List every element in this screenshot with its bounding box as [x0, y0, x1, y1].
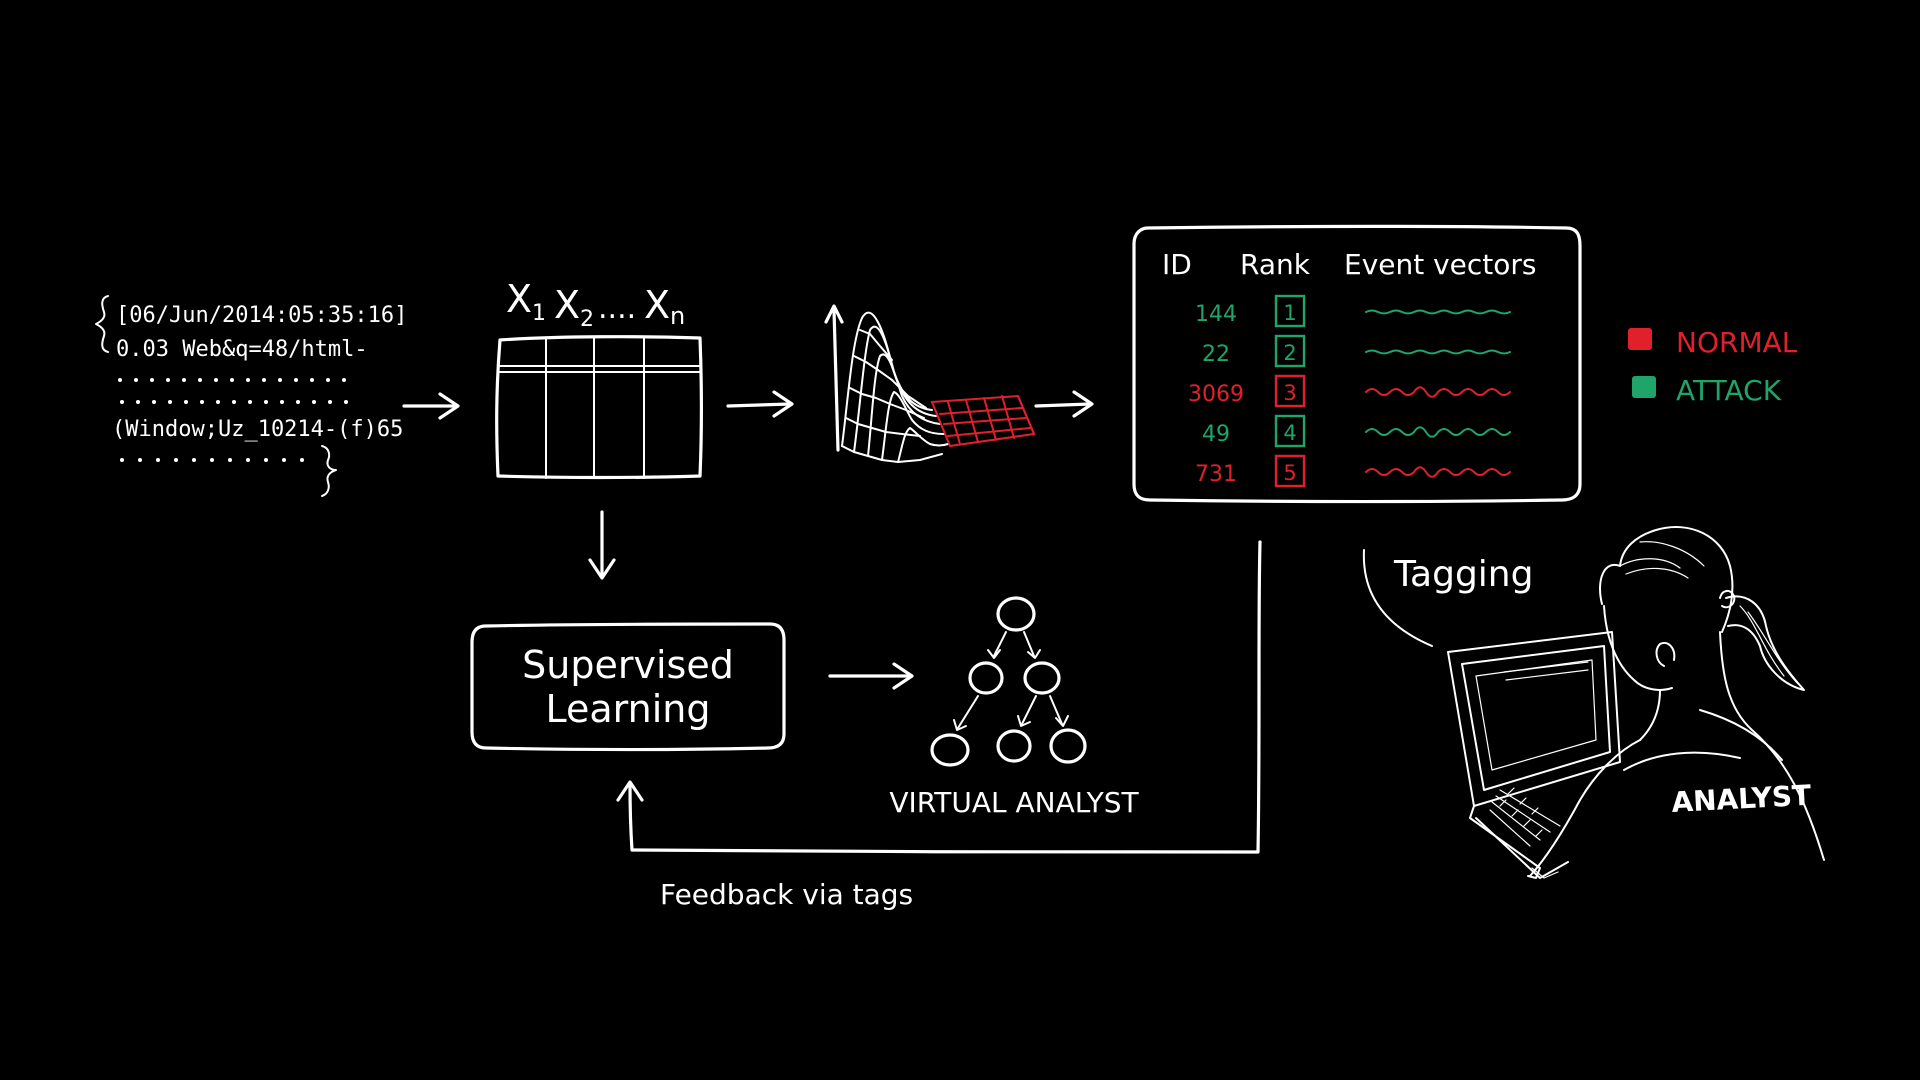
rank-number: 3	[1283, 381, 1296, 405]
arrow-right-icon	[726, 390, 794, 418]
rank-box	[1274, 374, 1306, 408]
results-table-frame	[1132, 224, 1582, 504]
table-row: 49 4	[1202, 414, 1511, 448]
log-record: [06/Jun/2014:05:35:16] 0.03 Web&q=48/htm…	[95, 295, 407, 497]
row-id: 731	[1195, 462, 1237, 487]
supervised-line-1: Supervised	[522, 643, 734, 687]
row-id: 22	[1202, 342, 1230, 367]
feature-matrix: X1 X2 .... Xn	[495, 277, 704, 480]
event-vector-wave	[1365, 466, 1511, 478]
supervised-learning-box: Supervised Learning	[470, 622, 786, 752]
table-row: 144 1	[1195, 294, 1511, 328]
header-id: ID	[1162, 248, 1192, 281]
log-line-3: (Window;Uz_10214-(f)65	[112, 417, 403, 442]
tagging-arc	[1362, 549, 1433, 647]
virtual-analyst-label: VIRTUAL ANALYST	[889, 786, 1139, 819]
close-brace-icon	[321, 445, 337, 497]
legend-normal-swatch	[1628, 328, 1652, 350]
rank-number: 1	[1283, 301, 1296, 325]
feedback-loop-line	[628, 540, 1262, 854]
row-id: 49	[1202, 422, 1230, 447]
feature-label-x2: X2	[554, 283, 594, 332]
arrow-right-icon	[402, 392, 460, 420]
header-rank: Rank	[1240, 248, 1311, 281]
event-vector-wave	[1365, 386, 1511, 398]
feature-label-xn: Xn	[644, 283, 685, 330]
rank-box	[1274, 334, 1306, 368]
log-dots-row-1	[118, 378, 346, 382]
event-vector-wave	[1365, 349, 1511, 355]
rank-number: 5	[1283, 461, 1296, 485]
row-id: 3069	[1188, 382, 1244, 407]
analyst-at-laptop-icon	[1447, 526, 1825, 879]
rank-box	[1274, 454, 1306, 488]
log-line-2: 0.03 Web&q=48/html-	[116, 337, 368, 362]
tagging-label: Tagging	[1393, 554, 1533, 595]
analyst-label: ANALYST	[1671, 779, 1812, 819]
table-row: 3069 3	[1188, 374, 1511, 408]
surface-plot-icon	[824, 304, 1036, 463]
matrix-frame	[495, 335, 704, 480]
arrow-up-icon	[616, 780, 644, 802]
feature-label-dots: ....	[598, 291, 636, 326]
legend-normal-label: NORMAL	[1676, 326, 1798, 359]
row-id: 144	[1195, 302, 1237, 327]
arrow-down-icon	[588, 510, 616, 580]
feature-label-x1: X1	[506, 277, 546, 326]
arrow-right-icon	[1034, 390, 1094, 418]
supervised-line-2: Learning	[546, 687, 711, 731]
decision-tree-icon	[930, 596, 1087, 767]
log-dots-row-2	[120, 400, 348, 404]
rank-box	[1274, 414, 1306, 448]
rank-number: 2	[1283, 341, 1296, 365]
table-row: 731 5	[1195, 454, 1511, 488]
legend-attack-label: ATTACK	[1676, 374, 1782, 407]
log-line-1: [06/Jun/2014:05:35:16]	[116, 303, 407, 328]
legend-attack-swatch	[1632, 376, 1656, 398]
event-vector-wave	[1365, 309, 1511, 315]
log-dots-row-3	[120, 458, 304, 462]
surface-normal-region	[930, 394, 1036, 448]
event-vector-wave	[1365, 426, 1511, 438]
feedback-label: Feedback via tags	[660, 878, 913, 911]
header-event-vectors: Event vectors	[1344, 248, 1537, 281]
legend: NORMAL ATTACK	[1628, 326, 1798, 407]
arrow-right-icon	[828, 662, 914, 690]
open-brace-icon	[95, 295, 109, 353]
rank-number: 4	[1283, 421, 1296, 445]
rank-box	[1274, 294, 1306, 328]
